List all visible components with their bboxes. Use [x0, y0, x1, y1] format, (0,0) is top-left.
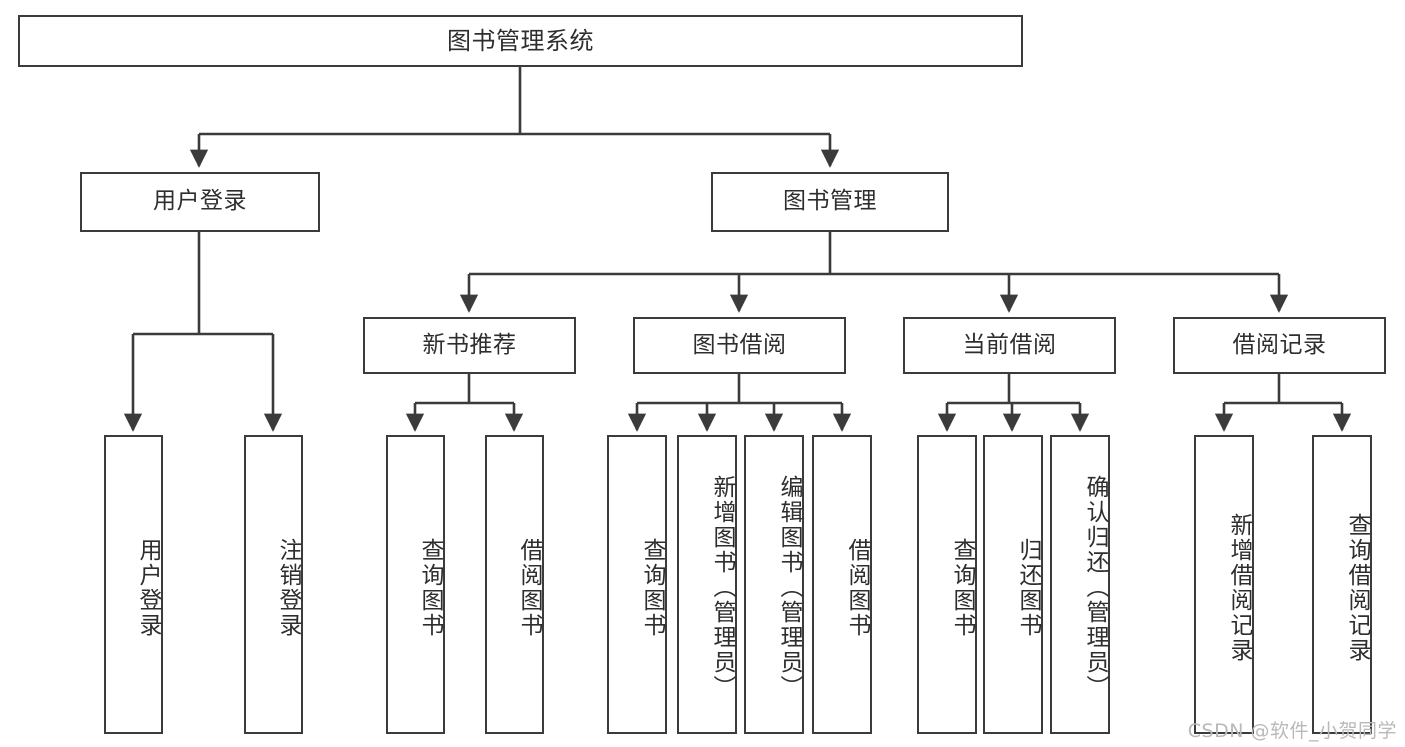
- leaf-borrow-borrow-book-label: 借阅图书: [844, 537, 870, 638]
- leaf-recommend-query-book-label: 查询图书: [417, 537, 443, 638]
- leaf-user-login[interactable]: 用户登录: [104, 435, 163, 734]
- leaf-record-add[interactable]: 新增借阅记录: [1194, 435, 1254, 734]
- leaf-borrow-edit-book-admin-label: 编辑图书（管理员）: [776, 475, 802, 700]
- node-root-label: 图书管理系统: [447, 26, 594, 55]
- leaf-current-return-book-label: 归还图书: [1015, 537, 1041, 638]
- node-user-login-label: 用户登录: [153, 188, 247, 215]
- leaf-current-query-book[interactable]: 查询图书: [917, 435, 977, 734]
- leaf-record-query-label: 查询借阅记录: [1344, 512, 1370, 663]
- leaf-borrow-add-book-admin[interactable]: 新增图书（管理员）: [677, 435, 737, 734]
- node-root[interactable]: 图书管理系统: [18, 15, 1023, 67]
- leaf-borrow-borrow-book[interactable]: 借阅图书: [812, 435, 872, 734]
- node-new-book-recommend-label: 新书推荐: [422, 331, 517, 358]
- node-current-borrow[interactable]: 当前借阅: [903, 317, 1116, 374]
- leaf-current-confirm-return-admin-label: 确认归还（管理员）: [1082, 475, 1108, 700]
- leaf-logout[interactable]: 注销登录: [244, 435, 303, 734]
- leaf-recommend-borrow-book-label: 借阅图书: [516, 537, 542, 638]
- node-user-login[interactable]: 用户登录: [80, 172, 320, 232]
- leaf-borrow-add-book-admin-label: 新增图书（管理员）: [709, 475, 735, 700]
- leaf-borrow-query-book-label: 查询图书: [639, 537, 665, 638]
- node-new-book-recommend[interactable]: 新书推荐: [363, 317, 576, 374]
- leaf-borrow-query-book[interactable]: 查询图书: [607, 435, 667, 734]
- leaf-record-query[interactable]: 查询借阅记录: [1312, 435, 1372, 734]
- node-book-manage[interactable]: 图书管理: [711, 172, 949, 232]
- node-book-manage-label: 图书管理: [783, 188, 877, 215]
- leaf-current-confirm-return-admin[interactable]: 确认归还（管理员）: [1050, 435, 1110, 734]
- leaf-user-login-label: 用户登录: [135, 537, 161, 638]
- node-book-borrow[interactable]: 图书借阅: [633, 317, 846, 374]
- leaf-current-return-book[interactable]: 归还图书: [983, 435, 1043, 734]
- node-borrow-record[interactable]: 借阅记录: [1173, 317, 1386, 374]
- leaf-record-add-label: 新增借阅记录: [1226, 512, 1252, 663]
- leaf-logout-label: 注销登录: [275, 537, 301, 638]
- leaf-recommend-borrow-book[interactable]: 借阅图书: [485, 435, 544, 734]
- leaf-current-query-book-label: 查询图书: [949, 537, 975, 638]
- watermark-text: CSDN @软件_小贺同学: [1187, 720, 1397, 742]
- leaf-borrow-edit-book-admin[interactable]: 编辑图书（管理员）: [744, 435, 804, 734]
- node-current-borrow-label: 当前借阅: [962, 331, 1057, 358]
- node-book-borrow-label: 图书借阅: [692, 331, 787, 358]
- leaf-recommend-query-book[interactable]: 查询图书: [386, 435, 445, 734]
- node-borrow-record-label: 借阅记录: [1232, 331, 1327, 358]
